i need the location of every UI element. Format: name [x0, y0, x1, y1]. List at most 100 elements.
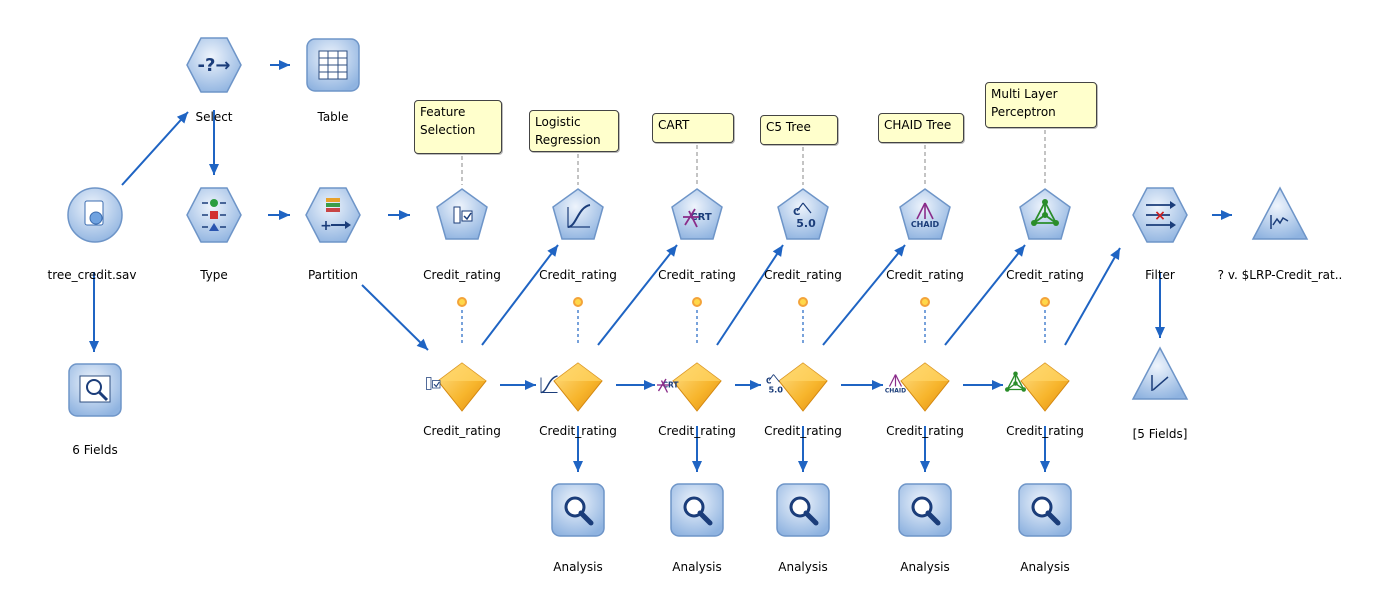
arrowhead: [798, 461, 808, 472]
model-nugget-node[interactable]: CRT: [657, 355, 727, 415]
data-audit-node[interactable]: [65, 360, 125, 420]
logistic-curve-icon: [552, 188, 604, 240]
model-link-sun-icon: [920, 297, 930, 307]
model-link-sun-icon: [798, 297, 808, 307]
model-comment-note[interactable]: Multi Layer Perceptron: [985, 82, 1097, 128]
analysis-node[interactable]: [895, 480, 955, 540]
evaluation-chart-icon: [1251, 186, 1309, 240]
arrowhead: [1014, 245, 1025, 257]
neural-net-icon: [1019, 188, 1071, 240]
model-comment-note[interactable]: Logistic Regression: [529, 110, 619, 152]
evaluation-node[interactable]: [1250, 185, 1310, 245]
arrowhead: [992, 380, 1003, 390]
table-node-label: Table: [317, 110, 349, 124]
arrowhead: [872, 380, 883, 390]
partition-node[interactable]: +: [303, 185, 363, 245]
arrowhead: [644, 380, 655, 390]
model-link-sun-icon: [457, 297, 467, 307]
analysis-node[interactable]: [667, 480, 727, 540]
model-builder-node[interactable]: [1015, 185, 1075, 245]
model-link-sun-icon: [692, 297, 702, 307]
connection-link: [361, 284, 429, 351]
analysis-label: Analysis: [553, 560, 603, 574]
plot-node[interactable]: [1130, 345, 1190, 405]
model-comment-text: CHAID Tree: [884, 118, 952, 132]
magnifier-icon: [551, 483, 605, 537]
analysis-node[interactable]: [773, 480, 833, 540]
analysis-node[interactable]: [1015, 480, 1075, 540]
filter-node[interactable]: ×: [1130, 185, 1190, 245]
connection-link: [481, 244, 559, 346]
model-nugget-node[interactable]: [426, 355, 492, 415]
filter-node-label: Filter: [1145, 268, 1175, 282]
arrowhead: [894, 245, 905, 257]
table-grid-icon: [306, 38, 360, 92]
model-comment-note[interactable]: CHAID Tree: [878, 113, 964, 143]
cart-nugget-icon: CRT: [657, 362, 722, 412]
magnifier-icon: [670, 483, 724, 537]
arrowhead: [573, 461, 583, 472]
arrowhead: [525, 380, 536, 390]
model-comment-text: Multi Layer Perceptron: [991, 87, 1058, 119]
type-node-label: Type: [200, 268, 228, 282]
evaluation-node-label: ? v. $LRP-Credit_rat..: [1217, 268, 1343, 282]
c50-tree-icon: 5.0C: [777, 188, 829, 240]
arrowhead: [1155, 327, 1165, 338]
model-builder-label: Credit_rating: [539, 268, 617, 282]
model-comment-text: CART: [658, 118, 690, 132]
arrowhead: [750, 380, 761, 390]
arrowhead: [1221, 210, 1232, 220]
source-node-label: tree_credit.sav: [47, 268, 137, 282]
table-node[interactable]: [303, 35, 363, 95]
chaid-nugget-icon: CHAID: [885, 362, 950, 412]
model-nugget-node[interactable]: [1005, 355, 1075, 415]
model-builder-node[interactable]: [432, 185, 492, 245]
model-builder-node[interactable]: CRT: [667, 185, 727, 245]
chaid-tree-icon: CHAID: [899, 188, 951, 240]
feature-selection-icon: [436, 188, 488, 240]
arrowhead: [1110, 248, 1120, 261]
analysis-node[interactable]: [548, 480, 608, 540]
arrowhead: [89, 341, 99, 352]
model-builder-node[interactable]: [548, 185, 608, 245]
model-comment-text: Logistic Regression: [535, 115, 601, 147]
svg-text:CHAID: CHAID: [911, 220, 940, 229]
model-comment-text: Feature Selection: [420, 105, 476, 137]
model-nugget-label: Credit_rating: [539, 424, 617, 438]
filter-icon: ×: [1132, 187, 1188, 243]
svg-text:5.0: 5.0: [768, 385, 783, 395]
select-node-label: Select: [195, 110, 233, 124]
svg-text:-?→: -?→: [198, 55, 231, 76]
model-builder-label: Credit_rating: [1006, 268, 1084, 282]
select-node[interactable]: -?→: [184, 35, 244, 95]
svg-text:5.0: 5.0: [796, 217, 816, 230]
model-builder-label: Credit_rating: [658, 268, 736, 282]
model-builder-node[interactable]: CHAID: [895, 185, 955, 245]
model-nugget-node[interactable]: CHAID: [885, 355, 955, 415]
arrowhead: [1040, 461, 1050, 472]
arrowhead: [279, 210, 290, 220]
arrowhead: [547, 245, 558, 257]
type-shapes-icon: [186, 187, 242, 243]
model-comment-note[interactable]: C5 Tree: [760, 115, 838, 145]
plot-node-label: [5 Fields]: [1132, 427, 1188, 441]
model-nugget-node[interactable]: [540, 355, 608, 415]
source-node-tree-credit[interactable]: [65, 185, 125, 245]
data-audit-icon: [68, 363, 122, 417]
model-nugget-label: Credit_rating: [764, 424, 842, 438]
arrowhead: [666, 245, 677, 257]
model-builder-label: Credit_rating: [423, 268, 501, 282]
model-nugget-label: Credit_rating: [423, 424, 501, 438]
model-builder-label: Credit_rating: [764, 268, 842, 282]
type-node[interactable]: [184, 185, 244, 245]
neural-net-nugget-icon: [1005, 362, 1070, 412]
analysis-label: Analysis: [778, 560, 828, 574]
model-comment-note[interactable]: Feature Selection: [414, 100, 502, 154]
model-nugget-label: Credit_rating: [886, 424, 964, 438]
analysis-label: Analysis: [1020, 560, 1070, 574]
model-comment-note[interactable]: CART: [652, 113, 734, 143]
partition-icon: +: [305, 187, 361, 243]
